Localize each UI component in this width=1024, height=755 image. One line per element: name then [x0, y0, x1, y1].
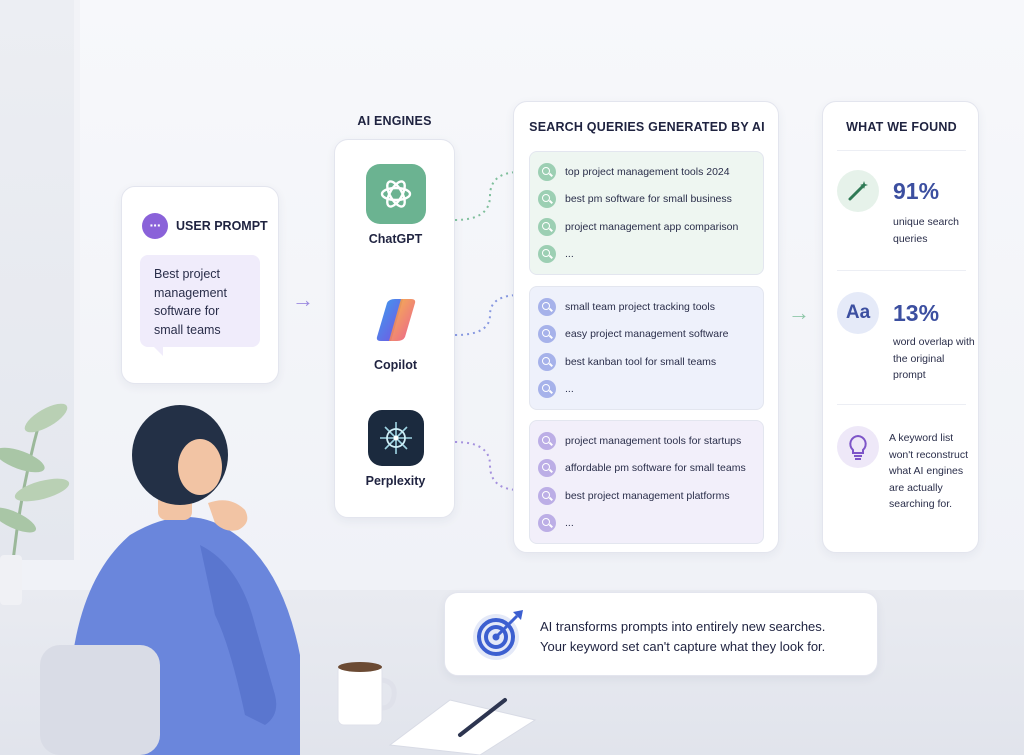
- list-item: affordable pm software for small teams: [538, 455, 755, 483]
- found-card: WHAT WE FOUND 91% unique search queries …: [822, 101, 979, 553]
- list-item: top project management tools 2024: [538, 158, 755, 186]
- search-icon: [538, 190, 556, 209]
- list-item: best pm software for small business: [538, 186, 755, 214]
- search-icon: [538, 486, 556, 505]
- arrow-right-icon: →: [788, 300, 810, 325]
- found-title: WHAT WE FOUND: [846, 120, 957, 134]
- list-item: easy project management software: [538, 321, 755, 349]
- query-group-chatgpt: top project management tools 2024 best p…: [529, 151, 764, 275]
- search-icon: [538, 162, 556, 181]
- prompt-text: Best project management software for sma…: [140, 255, 260, 356]
- search-icon: [538, 459, 556, 478]
- target-icon: [469, 606, 527, 669]
- engines-title: AI ENGINES: [357, 114, 432, 128]
- engine-name: Copilot: [373, 358, 418, 372]
- chatgpt-logo-icon: [365, 164, 426, 224]
- engine-name: ChatGPT: [368, 232, 423, 246]
- search-icon: [538, 431, 556, 450]
- list-item: project management tools for startups: [538, 427, 755, 455]
- chat-bubble-icon: [142, 213, 168, 239]
- divider: [837, 150, 966, 151]
- search-icon: [538, 380, 556, 399]
- list-item: ...: [538, 241, 755, 269]
- search-icon: [538, 245, 556, 264]
- conclusion-line-1: AI transforms prompts into entirely new …: [540, 619, 826, 634]
- queries-card: SEARCH QUERIES GENERATED BY AI top proje…: [513, 101, 779, 553]
- copilot-logo-icon: [366, 290, 426, 350]
- engine-perplexity: Perplexity: [335, 410, 456, 488]
- arrow-right-icon: →: [292, 287, 314, 312]
- finding-desc: word overlap with the original prompt: [893, 336, 975, 381]
- conclusion-banner: AI transforms prompts into entirely new …: [444, 592, 878, 676]
- search-icon: [538, 325, 556, 344]
- list-item: ...: [538, 510, 755, 538]
- text-aa-icon: Aa: [837, 292, 879, 334]
- query-group-perplexity: project management tools for startups af…: [529, 420, 764, 544]
- user-prompt-header: USER PROMPT: [142, 213, 268, 239]
- search-icon: [538, 217, 556, 236]
- search-icon: [538, 297, 556, 316]
- conclusion-text: AI transforms prompts into entirely new …: [540, 617, 825, 657]
- finding-value: 13%: [893, 300, 940, 326]
- conclusion-line-2: Your keyword set can't capture what they…: [540, 639, 826, 654]
- list-item: best kanban tool for small teams: [538, 348, 755, 376]
- search-icon: [538, 514, 556, 533]
- user-prompt-card: USER PROMPT Best project management soft…: [121, 186, 279, 384]
- engine-chatgpt: ChatGPT: [335, 164, 456, 246]
- engines-card: ChatGPT Copilot: [334, 139, 455, 518]
- divider: [837, 404, 966, 405]
- lightbulb-icon: [837, 426, 879, 468]
- engine-copilot: Copilot: [335, 290, 456, 372]
- engine-name: Perplexity: [365, 474, 426, 488]
- list-item: project management app comparison: [538, 213, 755, 241]
- finding-value: 91%: [893, 178, 940, 204]
- list-item: best project management platforms: [538, 482, 755, 510]
- query-group-copilot: small team project tracking tools easy p…: [529, 286, 764, 410]
- desk-items-illustration: [337, 662, 537, 755]
- person-illustration: [40, 405, 300, 755]
- list-item: small team project tracking tools: [538, 293, 755, 321]
- user-prompt-label: USER PROMPT: [176, 219, 268, 233]
- list-item: ...: [538, 376, 755, 404]
- search-icon: [538, 352, 556, 371]
- queries-title: SEARCH QUERIES GENERATED BY AI: [529, 120, 765, 134]
- finding-desc: unique search queries: [893, 216, 959, 245]
- perplexity-logo-icon: [367, 410, 424, 466]
- divider: [837, 270, 966, 271]
- finding-desc: A keyword list won't reconstruct what AI…: [889, 432, 969, 510]
- magic-wand-icon: [837, 170, 879, 212]
- plant-illustration: [0, 403, 70, 605]
